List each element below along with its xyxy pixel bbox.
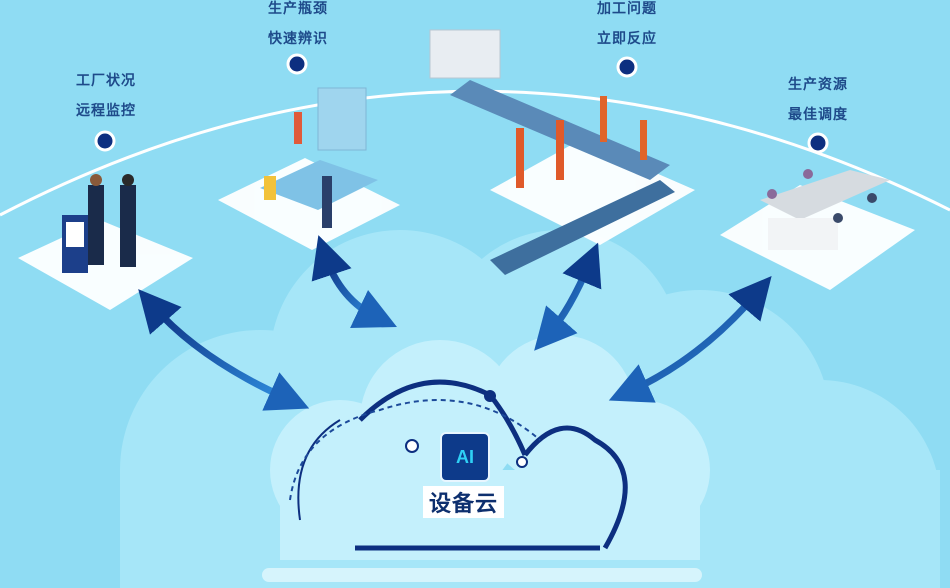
cloud-title: 设备云 [423,486,505,518]
scene-team-analysis [260,87,378,228]
node-dot-4 [807,132,829,154]
arrow-node1-cloud [138,289,310,411]
ai-cloud-outline [297,379,628,551]
node-label-2-line2: 快速辨识 [268,31,328,47]
node-label-4: 生产资源 最佳调度 [772,70,864,130]
node-label-2-line1: 生产瓶颈 [268,1,328,17]
node-label-4-line1: 生产资源 [788,77,848,93]
node-dot-2 [286,53,308,75]
node-dot-1 [94,130,116,152]
scene-business-meeting [62,174,136,273]
node-label-3-line2: 立即反应 [597,31,657,47]
node-label-1-line2: 远程监控 [76,103,136,119]
arrow-node3-cloud [534,242,602,351]
scene-production-line [429,29,675,275]
platform-3 [490,140,695,245]
node-label-1-line1: 工厂状况 [76,73,136,89]
node-label-1: 工厂状况 远程监控 [60,66,152,126]
node-label-2: 生产瓶颈 快速辨识 [252,0,344,54]
platform-1 [18,220,193,310]
node-dot-3 [616,56,638,78]
arrow-node4-cloud [608,276,772,403]
arrow-node2-cloud [311,235,397,328]
node-label-4-line2: 最佳调度 [788,107,848,123]
scene-office-scheduling [760,169,890,250]
ai-badge: AI [440,432,490,482]
node-label-3-line1: 加工问题 [597,1,657,17]
node-label-3: 加工问题 立即反应 [581,0,673,54]
